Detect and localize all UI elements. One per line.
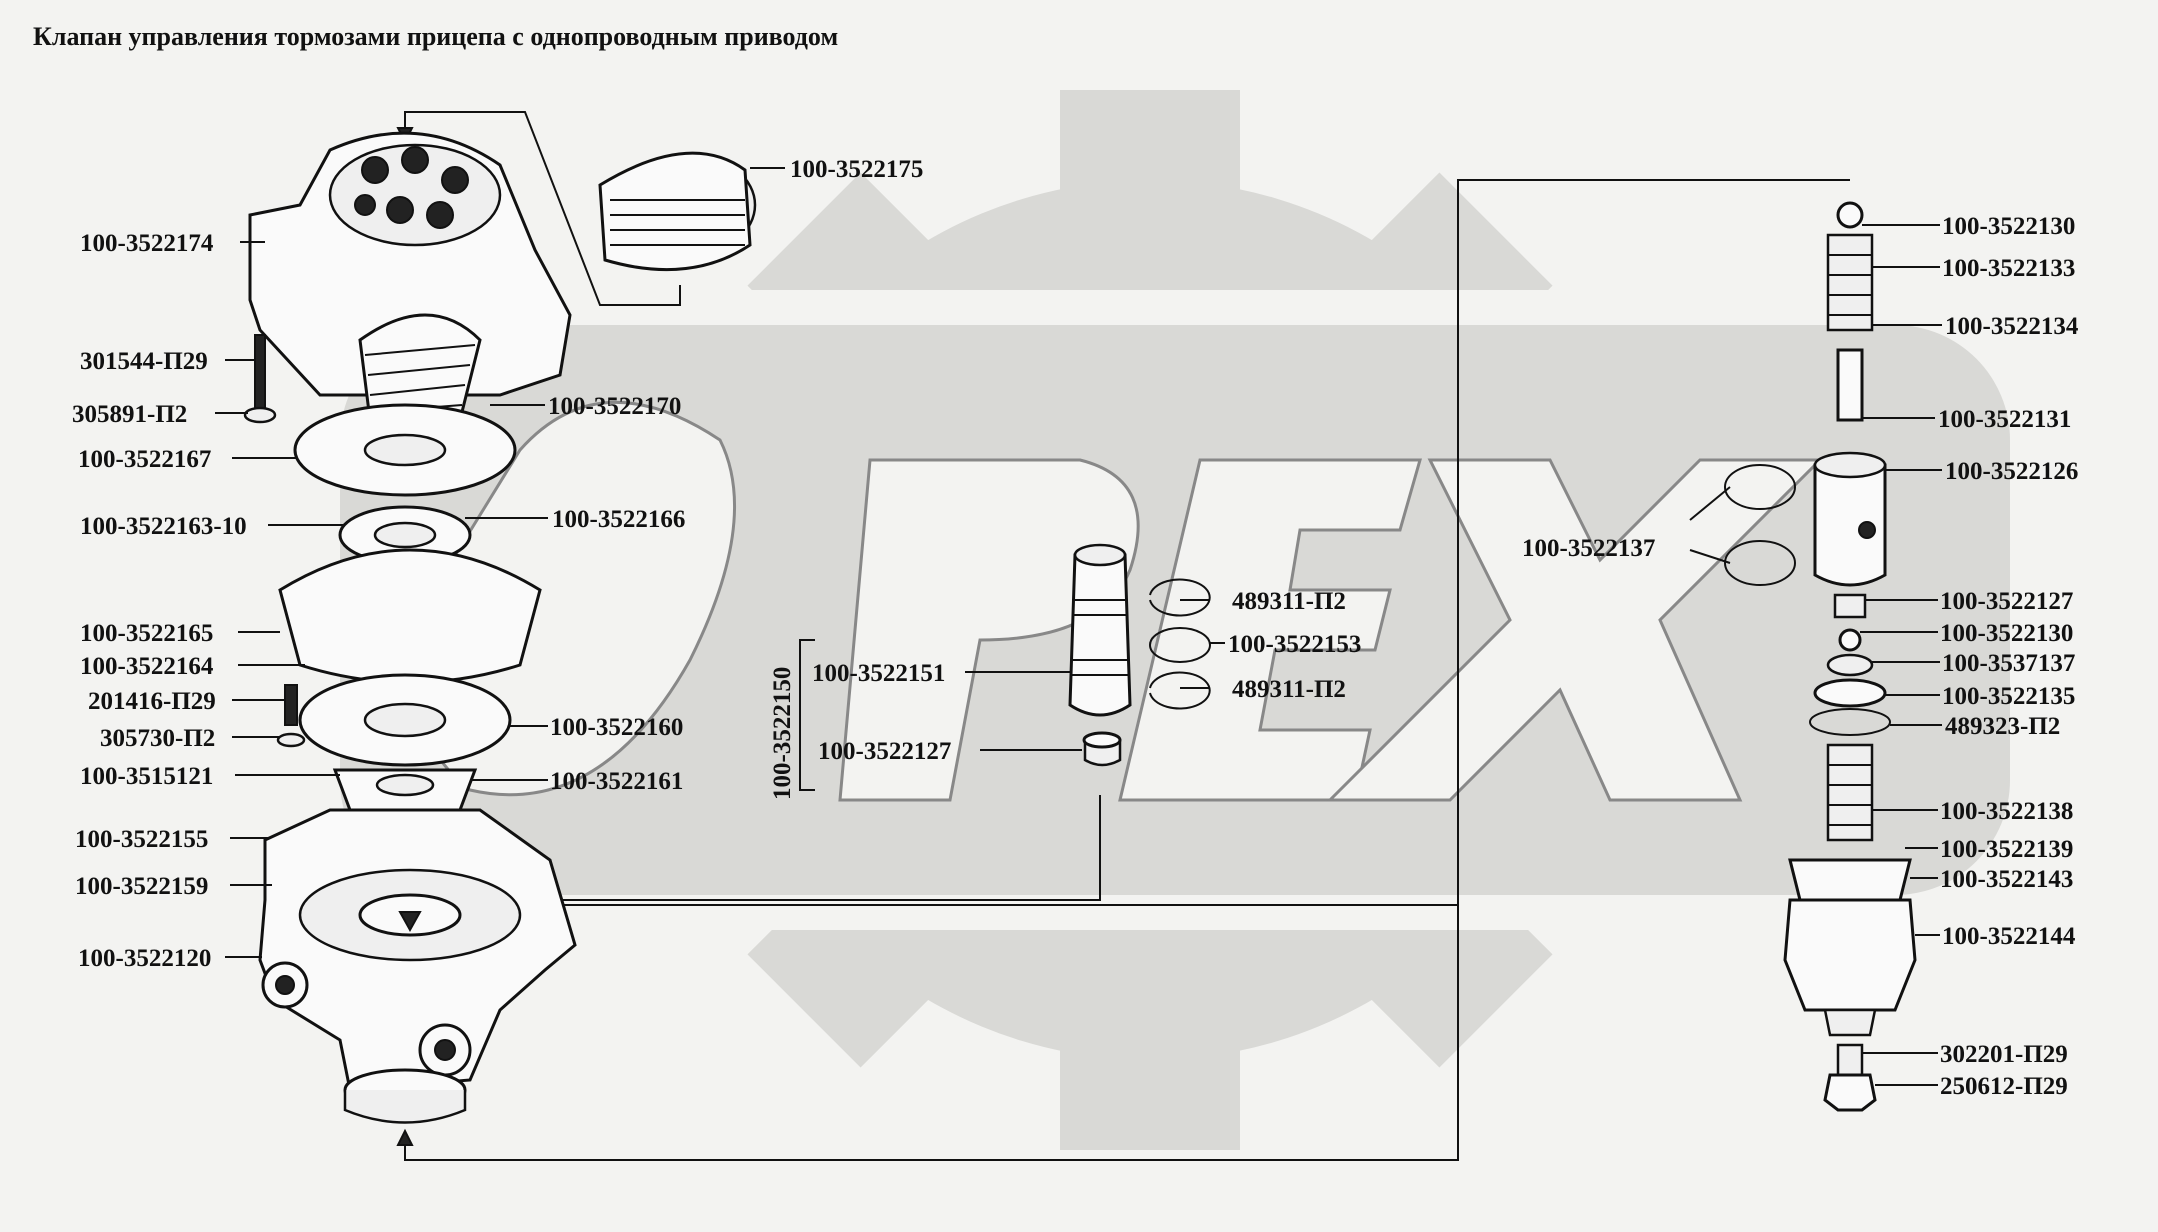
- part-labels: 100-3522175 100-3522174 301544-П29 30589…: [72, 156, 2079, 1100]
- label-100-3522135: 100-3522135: [1942, 683, 2075, 710]
- label-100-3522126: 100-3522126: [1945, 458, 2078, 485]
- pusher-131: [1836, 348, 1864, 422]
- seal-127b: [1833, 593, 1867, 619]
- snap-ring-a: [1149, 578, 1211, 617]
- label-302201: 302201-П29: [1940, 1041, 2068, 1068]
- o-ring-137b: [1724, 540, 1796, 586]
- label-100-3522127-right: 100-3522127: [1940, 588, 2073, 615]
- label-100-3522151: 100-3522151: [812, 660, 945, 687]
- bolt-301544: [254, 334, 266, 411]
- label-100-3522137: 100-3522137: [1522, 535, 1655, 562]
- label-100-3522138: 100-3522138: [1940, 798, 2073, 825]
- label-100-3522167: 100-3522167: [78, 446, 211, 473]
- piston-cup: [278, 548, 542, 684]
- washer-305730: [276, 732, 306, 748]
- label-100-3522155: 100-3522155: [75, 826, 208, 853]
- label-100-3522130-a: 100-3522130: [1942, 213, 2075, 240]
- label-305730: 305730-П2: [100, 725, 215, 752]
- housing-144: [1783, 898, 1917, 1012]
- valve-stack: [1724, 201, 1917, 1112]
- label-489323: 489323-П2: [1945, 713, 2060, 740]
- diagram-title: Клапан управления тормозами прицепа с од…: [33, 22, 839, 51]
- label-100-3522175: 100-3522175: [790, 156, 923, 183]
- label-100-3522170: 100-3522170: [548, 393, 681, 420]
- label-100-3522143: 100-3522143: [1940, 866, 2073, 893]
- label-250612: 250612-П29: [1940, 1073, 2068, 1100]
- label-100-3522174: 100-3522174: [80, 230, 214, 257]
- label-100-3522164: 100-3522164: [80, 653, 214, 680]
- snap-ring-b: [1149, 671, 1211, 710]
- washer-305891: [243, 406, 277, 424]
- label-100-3522160: 100-3522160: [550, 714, 683, 741]
- label-100-3522161: 100-3522161: [550, 768, 683, 795]
- leader-lines: [215, 167, 1942, 1086]
- nut-250612: [1823, 1073, 1877, 1112]
- label-100-3522133: 100-3522133: [1942, 255, 2075, 282]
- label-100-3515121: 100-3515121: [80, 763, 213, 790]
- filter-element: [598, 151, 752, 272]
- label-489311-a: 489311-П2: [1232, 588, 1346, 615]
- label-100-3522130-b: 100-3522130: [1940, 620, 2073, 647]
- label-100-3522144: 100-3522144: [1942, 923, 2076, 950]
- label-100-3522131: 100-3522131: [1938, 406, 2071, 433]
- label-100-3522153: 100-3522153: [1228, 631, 1361, 658]
- plunger-assembly: [799, 543, 1211, 791]
- label-201416: 201416-П29: [88, 688, 216, 715]
- valve-body-126: [1813, 463, 1887, 587]
- label-100-3522120: 100-3522120: [78, 945, 211, 972]
- o-ring-137a: [1724, 464, 1796, 510]
- label-100-3522163-10: 100-3522163-10: [80, 513, 247, 540]
- bolt-201416: [284, 684, 298, 726]
- label-305891: 305891-П2: [72, 401, 187, 428]
- label-301544: 301544-П29: [80, 348, 208, 375]
- springs-and-diaphragms: [243, 313, 542, 812]
- lower-housing: [258, 808, 577, 1124]
- label-100-3522139: 100-3522139: [1940, 836, 2073, 863]
- nipple-302201: [1836, 1043, 1864, 1077]
- label-100-3522159: 100-3522159: [75, 873, 208, 900]
- label-100-3522127-mid: 100-3522127: [818, 738, 951, 765]
- label-100-3522150: 100-3522150: [769, 667, 796, 800]
- watermark-logo: [300, 90, 2050, 1150]
- label-100-3522166: 100-3522166: [552, 506, 685, 533]
- label-100-3537137: 100-3537137: [1942, 650, 2075, 677]
- seat-139: [1788, 858, 1912, 902]
- label-489311-b: 489311-П2: [1232, 676, 1346, 703]
- o-ring-153: [1149, 627, 1211, 663]
- label-100-3522134: 100-3522134: [1945, 313, 2079, 340]
- label-100-3522165: 100-3522165: [80, 620, 213, 647]
- upper-cover-assembly: [248, 131, 757, 397]
